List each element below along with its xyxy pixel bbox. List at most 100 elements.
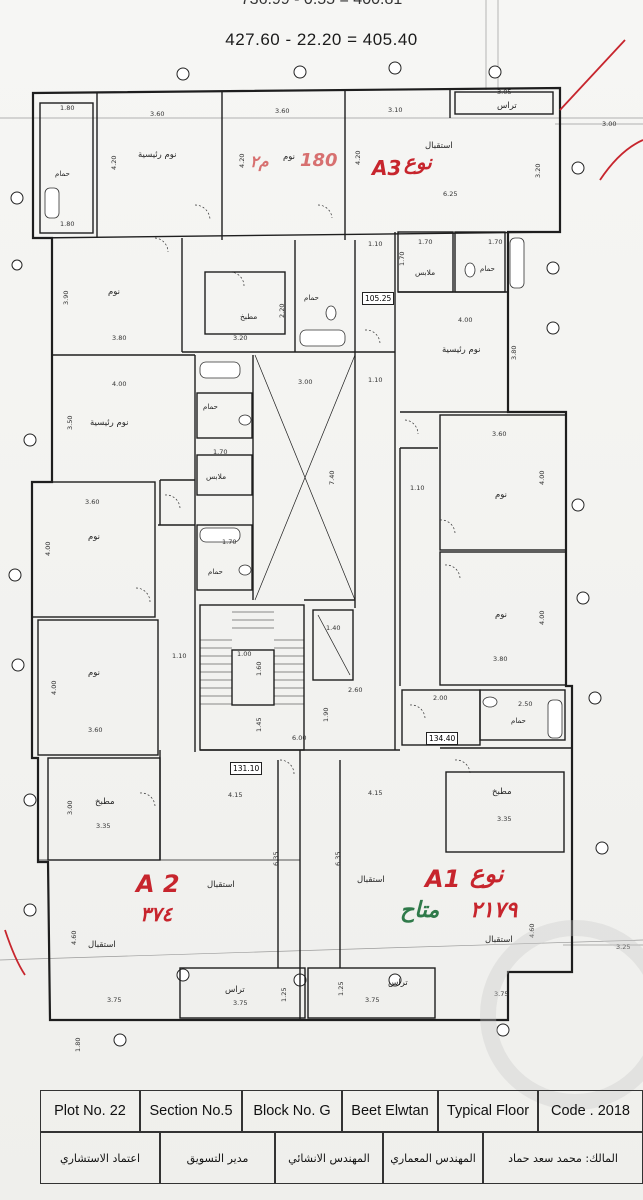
room-label: حمام: [304, 294, 319, 302]
room-label: استقبال: [425, 141, 453, 151]
dimension: 4.20: [354, 150, 362, 165]
room-label: مطبخ: [240, 312, 258, 321]
dimension: 6.35: [272, 851, 280, 866]
room-label: مطبخ: [95, 797, 115, 807]
annotation-a2-area: ٣٧٤: [140, 902, 173, 926]
annotation-a1-area: ٢١٧٩: [470, 898, 518, 923]
dimension: 2.50: [518, 700, 533, 708]
consultant-approval: اعتماد الاستشاري: [40, 1132, 160, 1184]
room-label: حمام: [208, 568, 223, 576]
dimension: 3.20: [233, 334, 248, 342]
block-number: Block No. G: [242, 1090, 342, 1132]
plot-number: Plot No. 22: [40, 1090, 140, 1132]
structural-engineer: المهندس الانشائي: [275, 1132, 383, 1184]
room-label: تراس: [497, 101, 517, 111]
room-label: نوم: [495, 490, 508, 500]
dimension: 4.15: [368, 789, 383, 797]
area-box-core: 105.25: [362, 292, 395, 305]
room-label: ملابس: [206, 472, 227, 481]
dimension: 3.90: [62, 290, 70, 305]
drawing-code: Code . 2018: [538, 1090, 643, 1132]
dimension: 1.70: [213, 448, 228, 456]
room-label: حمام: [203, 403, 218, 411]
top-calculation-partial: 736.99 - 0.55 = 400.81: [0, 0, 643, 9]
dimension: 2.20: [278, 303, 286, 318]
dimension: 3.00: [66, 800, 74, 815]
room-label: نوم: [88, 532, 101, 542]
dimension: 1.70: [398, 251, 406, 266]
room-label: حمام: [480, 265, 495, 273]
dimension: 1.70: [488, 238, 503, 246]
dimension: 1.80: [60, 220, 75, 228]
dimension: 6.25: [443, 190, 458, 198]
dimension: 2.00: [433, 694, 448, 702]
dimension: 1.45: [255, 717, 263, 732]
dimension: 3.35: [96, 822, 111, 830]
project-name: Beet Elwtan: [342, 1090, 438, 1132]
dimension: 3.35: [497, 815, 512, 823]
dimension: 3.60: [88, 726, 103, 734]
room-label: نوم: [88, 668, 101, 678]
dimension: 1.90: [322, 707, 330, 722]
area-box-a2: 131.10: [230, 762, 263, 775]
area-calculation: 427.60 - 22.20 = 405.40: [225, 30, 418, 49]
annotation-a3-unit: م٢: [250, 152, 269, 171]
dimension: 7.40: [328, 470, 336, 485]
dimension: 3.00: [298, 378, 313, 386]
marketing-manager: مدير التسويق: [160, 1132, 275, 1184]
dimension: 1.25: [337, 981, 345, 996]
room-label: استقبال: [88, 940, 116, 950]
dimension: 1.70: [418, 238, 433, 246]
dimension: 1.10: [172, 652, 187, 660]
dimension: 1.70: [222, 538, 237, 546]
dimension: 4.00: [538, 610, 546, 625]
dimension: 3.50: [66, 415, 74, 430]
dimension: 3.10: [388, 106, 403, 114]
room-label: استقبال: [357, 875, 385, 885]
room-label: تراس: [388, 978, 408, 988]
dimension: 1.40: [326, 624, 341, 632]
dimension: 1.60: [255, 661, 263, 676]
room-label: ملابس: [415, 268, 436, 277]
dimension: 3.80: [112, 334, 127, 342]
dimension: 6.00: [292, 734, 307, 742]
room-label: حمام: [511, 717, 526, 725]
dimension: 4.00: [458, 316, 473, 324]
dimension: 1.10: [410, 484, 425, 492]
room-label: نوم رئيسية: [90, 418, 129, 428]
room-label: نوم: [283, 152, 296, 162]
annotation-a2-label: A 2: [136, 870, 180, 898]
dimension: 4.20: [238, 153, 246, 168]
dimension: 4.20: [110, 155, 118, 170]
dimension: 3.75: [233, 999, 248, 1007]
dimension: 1.25: [280, 987, 288, 1002]
dimension: 3.00: [602, 120, 617, 128]
dimension: 3.60: [492, 430, 507, 438]
owner: المالك: محمد سعد حماد: [483, 1132, 643, 1184]
area-box-a1: 134.40: [426, 732, 459, 745]
architect: المهندس المعماري: [383, 1132, 483, 1184]
dimension: 1.10: [368, 240, 383, 248]
annotation-a1-label: A1: [425, 865, 461, 893]
dimension: 1.80: [60, 104, 75, 112]
dimension: 3.75: [107, 996, 122, 1004]
dimension: 3.60: [275, 107, 290, 115]
floor-type: Typical Floor: [438, 1090, 538, 1132]
annotation-a1-type: نوع: [470, 860, 504, 888]
title-block: Plot No. 22 Section No.5 Block No. G Bee…: [40, 1090, 643, 1184]
room-label: حمام: [55, 170, 70, 178]
dimension: 3.60: [150, 110, 165, 118]
dimension: 4.60: [70, 930, 78, 945]
dimension: 3.75: [365, 996, 380, 1004]
dimension: 4.00: [44, 541, 52, 556]
room-label: نوم: [495, 610, 508, 620]
dimension: 3.20: [534, 163, 542, 178]
section-number: Section No.5: [140, 1090, 242, 1132]
annotation-a1-status: متاح: [400, 898, 440, 923]
dimension: 1.10: [368, 376, 383, 384]
dimension: 3.80: [493, 655, 508, 663]
dimension: 6.35: [334, 851, 342, 866]
room-label: نوم: [108, 287, 121, 297]
